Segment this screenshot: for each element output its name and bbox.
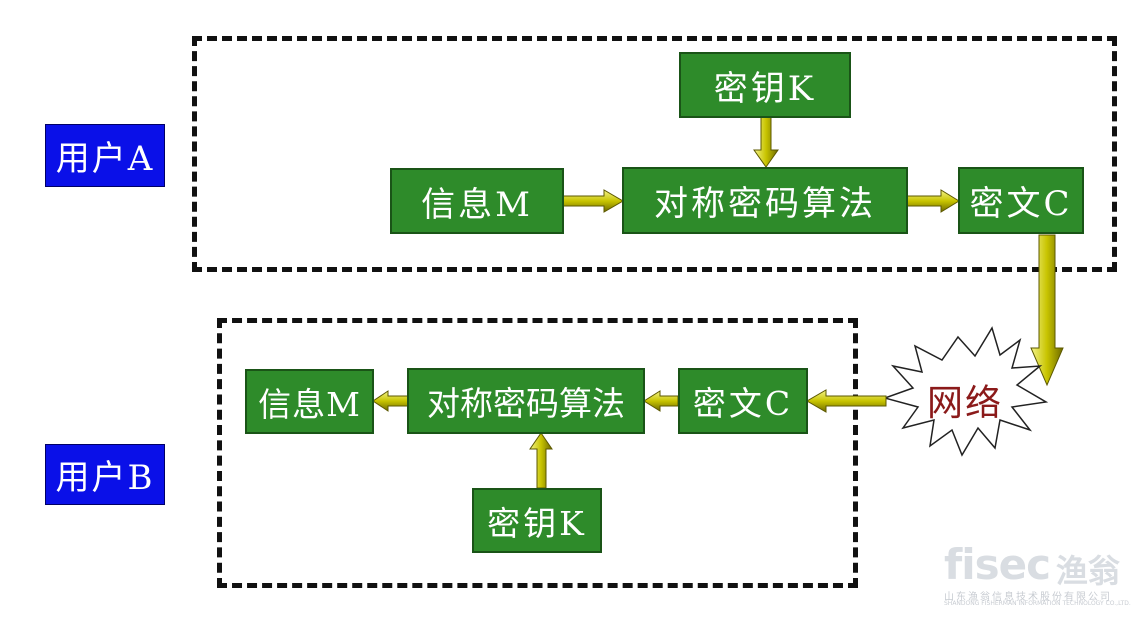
receiver-message-box: 信息M bbox=[245, 369, 374, 434]
arrow-algorithm-to-ciphertext-a bbox=[906, 189, 960, 213]
sender-algorithm-box: 对称密码算法 bbox=[622, 167, 908, 234]
arrow-ciphertext-to-algorithm-b bbox=[643, 390, 679, 412]
network-label: 网络 bbox=[926, 383, 1003, 424]
user-b-label: 用户B bbox=[45, 444, 165, 505]
network-burst bbox=[882, 326, 1049, 457]
arrow-network-to-ciphertext-b bbox=[806, 389, 887, 413]
user-a-frame bbox=[192, 36, 1117, 272]
receiver-ciphertext-box: 密文C bbox=[678, 368, 808, 434]
receiver-algorithm-box: 对称密码算法 bbox=[407, 368, 645, 434]
user-a-label: 用户A bbox=[45, 124, 165, 187]
sender-ciphertext-box: 密文C bbox=[958, 167, 1084, 234]
company-logo: fisec 渔翁 山东渔翁信息技术股份有限公司 SHANDONG FISHERM… bbox=[944, 540, 1134, 610]
user-b-frame bbox=[217, 318, 858, 588]
logo-company-en: SHANDONG FISHERMAN INFORMATION TECHNOLOG… bbox=[944, 600, 1131, 607]
arrow-key-to-algorithm-a bbox=[753, 116, 779, 168]
arrow-algorithm-to-message-b bbox=[372, 390, 409, 412]
arrow-message-to-algorithm-a bbox=[562, 189, 624, 213]
arrow-key-to-algorithm-b bbox=[529, 432, 553, 489]
logo-company-cn: 山东渔翁信息技术股份有限公司 bbox=[944, 592, 1112, 603]
sender-key-box: 密钥K bbox=[679, 52, 851, 118]
arrow-ciphertext-to-network bbox=[1030, 234, 1064, 387]
logo-brand: fisec bbox=[944, 540, 1051, 589]
logo-brand-cn: 渔翁 bbox=[1056, 552, 1121, 590]
receiver-key-box: 密钥K bbox=[472, 488, 602, 553]
sender-message-box: 信息M bbox=[390, 168, 564, 234]
